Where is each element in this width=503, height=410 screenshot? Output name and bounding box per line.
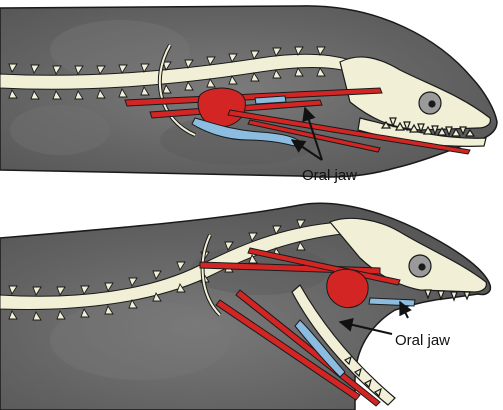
eel-panel-top: Oral jaw xyxy=(0,6,497,184)
oral-jaw-label-bottom: Oral jaw xyxy=(395,332,450,349)
oral-jaw-label-top: Oral jaw xyxy=(302,167,357,184)
eel-panel-bottom: Oral jaw xyxy=(0,203,490,410)
